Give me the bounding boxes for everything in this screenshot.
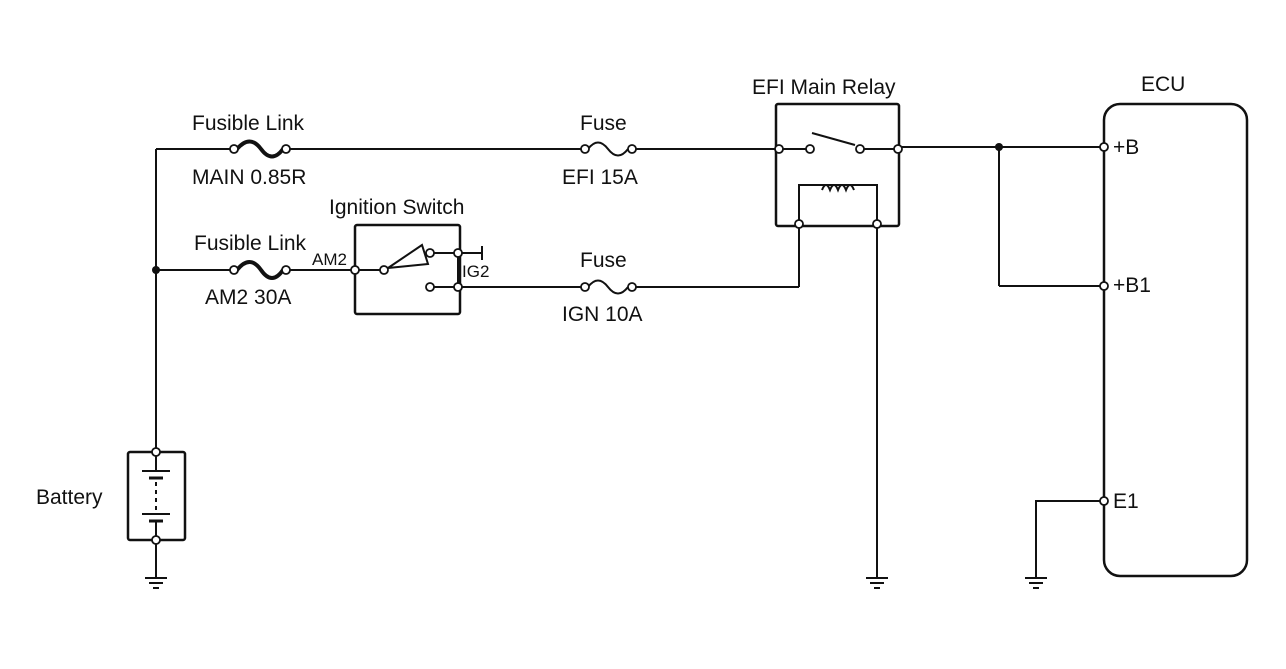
relay-terminal-out [893, 144, 903, 154]
fusible-link-main-symbol [235, 139, 285, 159]
fusible-link-main-terminal-left [229, 144, 239, 154]
label-fuse-ign: Fuse [580, 249, 627, 272]
ignition-switch-ig2-terminal [453, 282, 463, 292]
relay-coil-symbol [821, 184, 855, 193]
battery-terminal-negative [151, 535, 161, 545]
label-pin-b1: +B1 [1113, 274, 1151, 297]
ignition-switch-contact-lower [425, 282, 435, 292]
fuse-efi-terminal-left [580, 144, 590, 154]
ignition-switch-upper-terminal [453, 248, 463, 258]
ecu-terminal-b1 [1099, 281, 1109, 291]
ecu-terminal-e1 [1099, 496, 1109, 506]
label-efi-fuse-rating: EFI 15A [562, 166, 638, 189]
fusible-link-am2-symbol [235, 260, 285, 280]
ignition-switch-contact-upper [425, 248, 435, 258]
fuse-ign-terminal-left [580, 282, 590, 292]
label-ecu: ECU [1141, 73, 1185, 96]
fusible-link-am2-terminal-left [229, 265, 239, 275]
label-pin-e1: E1 [1113, 490, 1139, 513]
label-fusible-link-main: Fusible Link [192, 112, 305, 135]
relay-switch-arm [811, 132, 856, 146]
ground-icon-battery [145, 577, 167, 589]
label-am2-terminal: AM2 [312, 250, 347, 269]
ground-icon-relay [866, 577, 888, 589]
ignition-switch-pivot [379, 265, 389, 275]
battery-terminal-positive [151, 447, 161, 457]
fuse-efi-symbol [587, 141, 629, 157]
efi-main-relay-box [774, 102, 901, 228]
relay-terminal-in [774, 144, 784, 154]
label-ignition-switch: Ignition Switch [329, 196, 464, 219]
relay-contact-right [855, 144, 865, 154]
label-am2-fuse-rating: AM2 30A [205, 286, 291, 309]
relay-coil-terminal-right [872, 219, 882, 229]
label-ig2-terminal: IG2 [462, 262, 489, 281]
ignition-switch-am2-terminal [350, 265, 360, 275]
label-ign-fuse-rating: IGN 10A [562, 303, 643, 326]
relay-coil-frame [798, 184, 878, 222]
ecu-box [1102, 102, 1249, 578]
relay-contact-left [805, 144, 815, 154]
fuse-efi-terminal-right [627, 144, 637, 154]
label-pin-b: +B [1113, 136, 1139, 159]
fuse-ign-symbol [587, 279, 629, 295]
ignition-switch-blade [387, 243, 430, 269]
label-fusible-link-am2: Fusible Link [194, 232, 307, 255]
ground-icon-ecu [1025, 577, 1047, 589]
label-efi-main-relay: EFI Main Relay [752, 76, 896, 99]
label-main-fuse-rating: MAIN 0.85R [192, 166, 306, 189]
relay-coil-terminal-left [794, 219, 804, 229]
fusible-link-main-terminal-right [281, 144, 291, 154]
label-battery: Battery [36, 486, 103, 509]
fuse-ign-terminal-right [627, 282, 637, 292]
wire-e1-to-ground [1035, 500, 1100, 578]
ecu-terminal-b [1099, 142, 1109, 152]
fusible-link-am2-terminal-right [281, 265, 291, 275]
label-fuse-efi: Fuse [580, 112, 627, 135]
